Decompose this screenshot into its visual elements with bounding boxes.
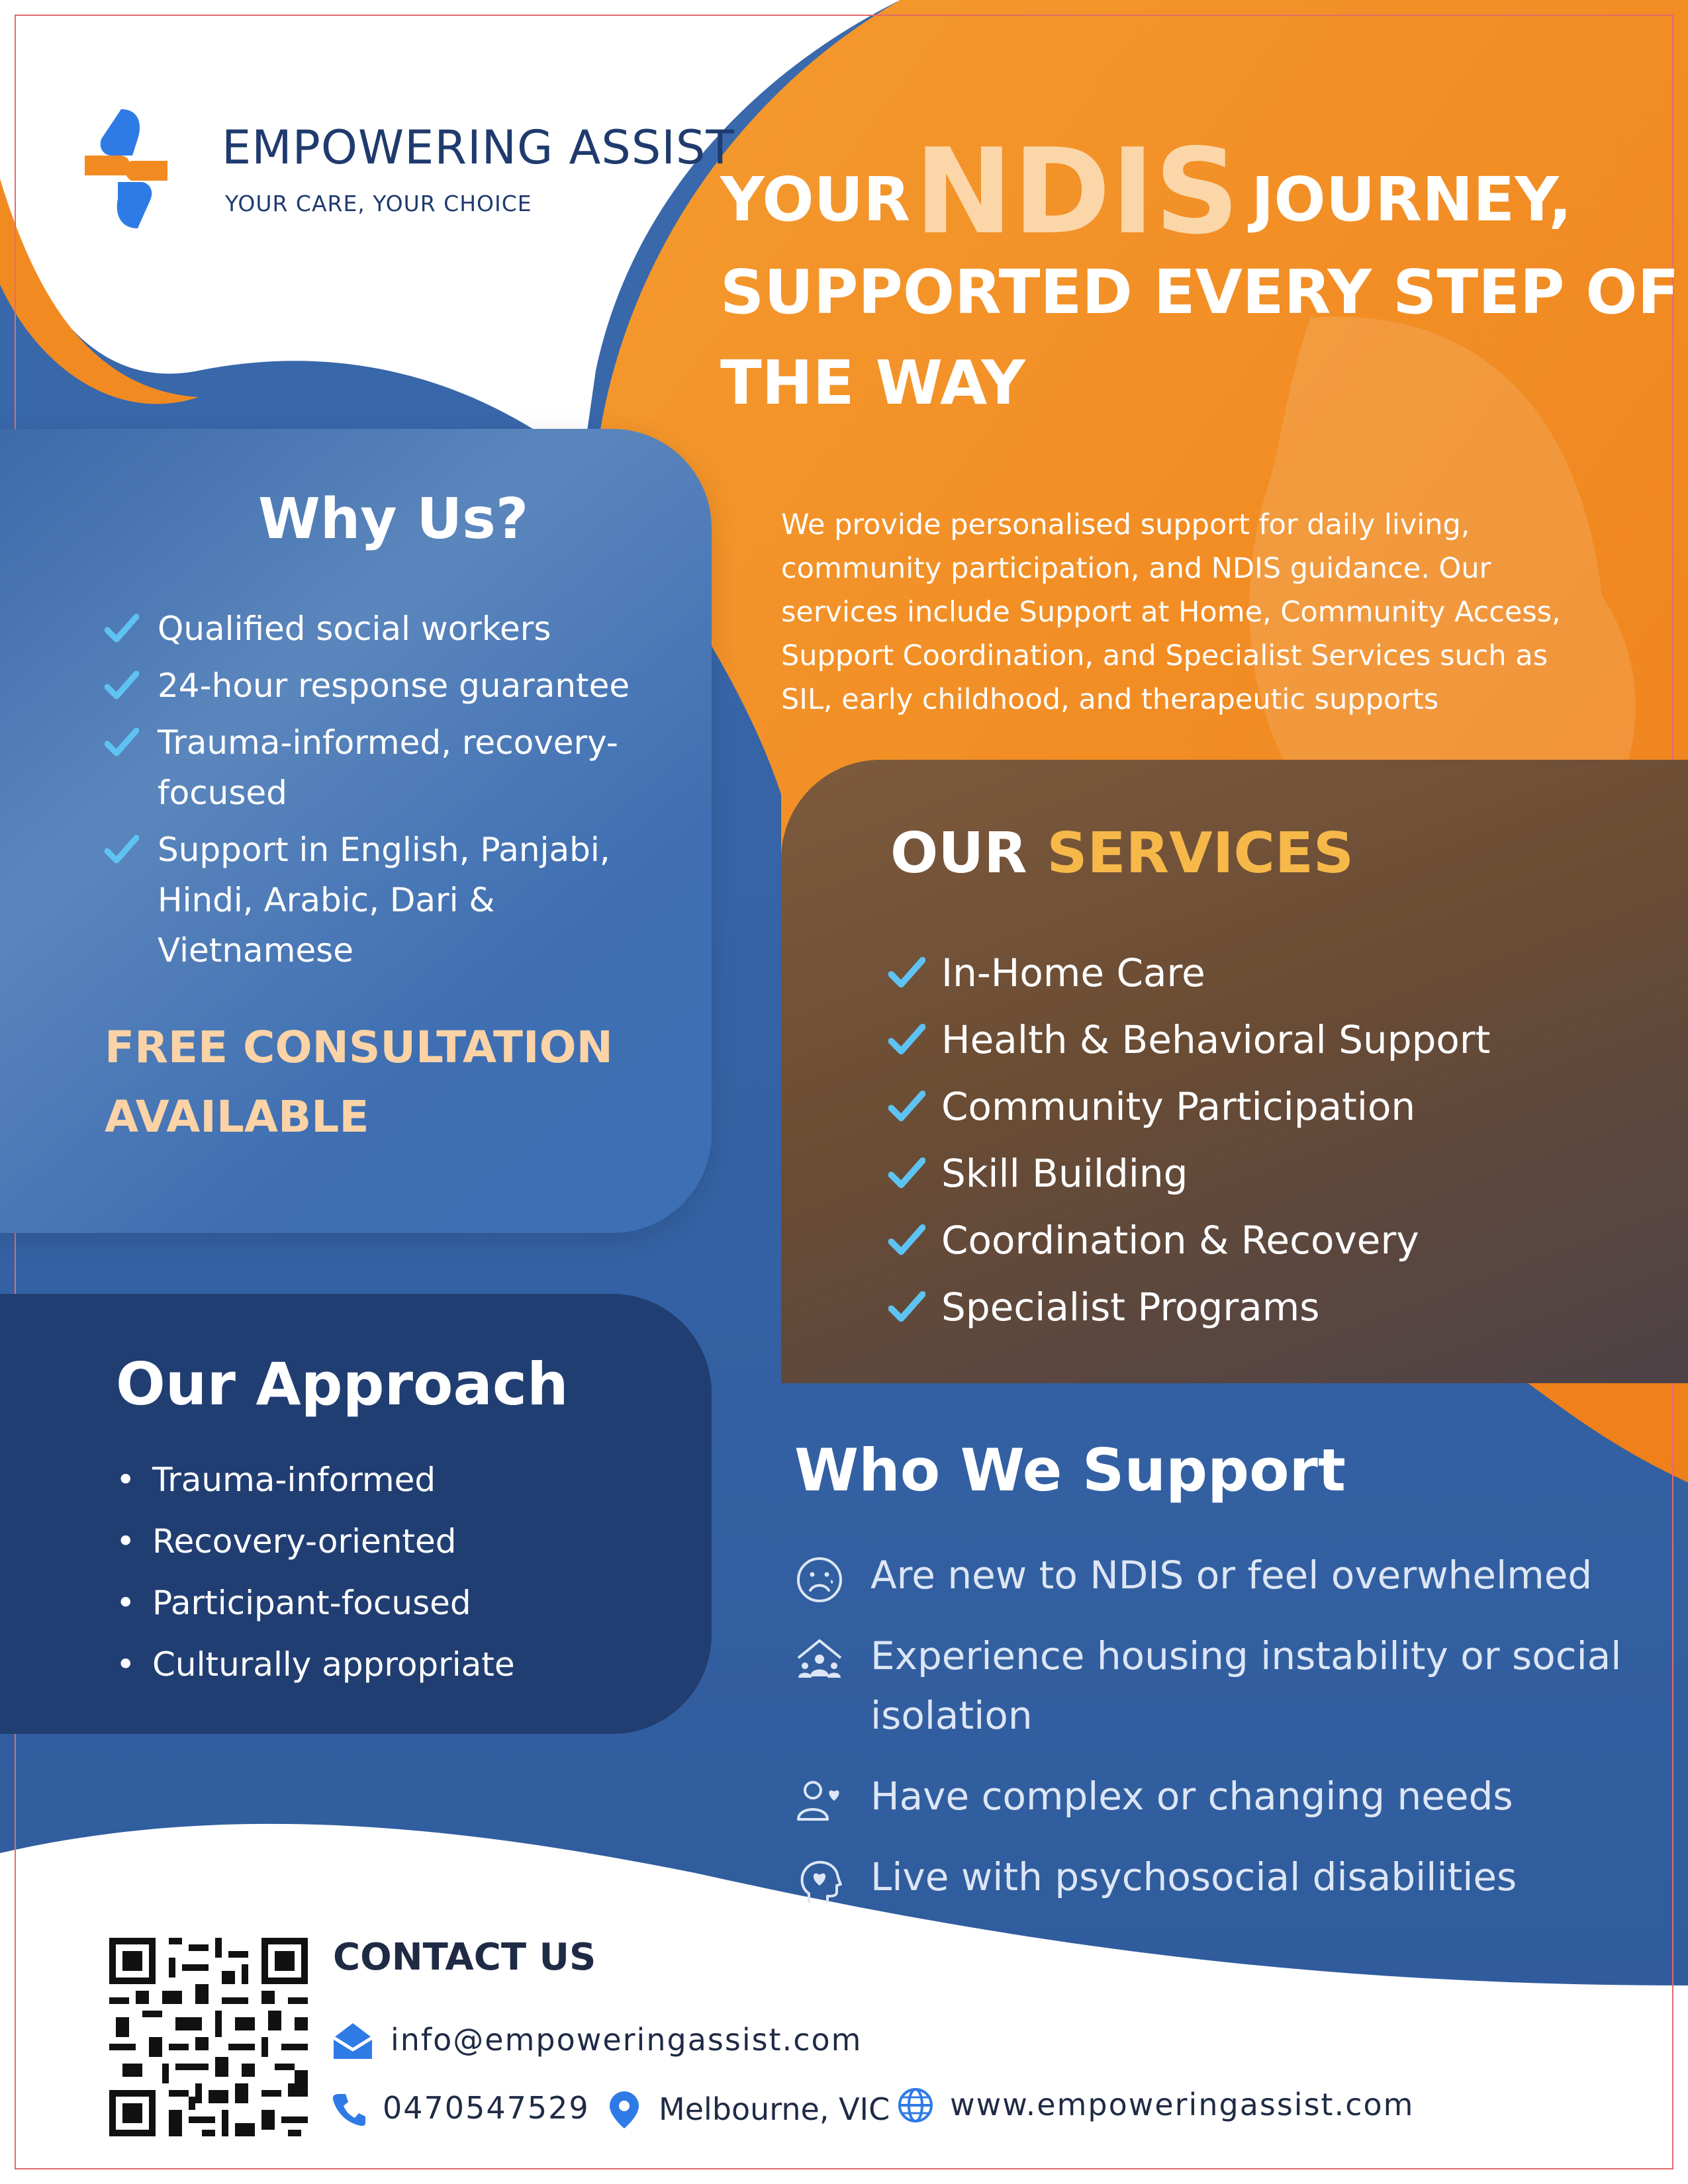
location-text: Melbourne, VIC xyxy=(659,2091,890,2127)
check-icon xyxy=(105,614,139,643)
sad-face-icon xyxy=(797,1557,842,1602)
qr-code-icon[interactable] xyxy=(109,1938,308,2136)
support-item-text: Live with psychosocial disabilities xyxy=(870,1854,1517,1899)
why-us-item-text: Support in English, Panjabi, Hindi, Arab… xyxy=(158,831,610,970)
check-icon xyxy=(888,1157,925,1189)
service-item: Community Participation xyxy=(888,1073,1669,1140)
check-icon xyxy=(105,835,139,864)
why-us-item-text: Qualified social workers xyxy=(158,610,551,648)
headline-prefix: YOUR xyxy=(720,164,911,235)
approach-list: Trauma-informed Recovery-oriented Partic… xyxy=(116,1449,515,1696)
email-contact[interactable]: info@empoweringassist.com xyxy=(332,2022,863,2059)
why-us-item-text: 24-hour response guarantee xyxy=(158,666,630,705)
website-contact[interactable]: www.empoweringassist.com xyxy=(898,2087,1415,2122)
support-item-text: Experience housing instability or social… xyxy=(870,1633,1622,1738)
phone-icon xyxy=(332,2094,365,2126)
brand-name: EMPOWERING ASSIST xyxy=(222,120,735,175)
service-item: Skill Building xyxy=(888,1140,1669,1207)
head-heart-icon xyxy=(800,1860,842,1903)
check-icon xyxy=(888,1291,925,1322)
approach-item: Trauma-informed xyxy=(116,1449,515,1511)
brand-tagline: YOUR CARE, YOUR CHOICE xyxy=(225,191,532,216)
support-item-text: Are new to NDIS or feel overwhelmed xyxy=(870,1553,1593,1598)
approach-item: Recovery-oriented xyxy=(116,1511,515,1572)
intro-paragraph: We provide personalised support for dail… xyxy=(781,508,1561,716)
headline-line-3: THE WAY xyxy=(720,347,1025,418)
service-item: Health & Behavioral Support xyxy=(888,1007,1669,1073)
approach-title: Our Approach xyxy=(116,1350,569,1418)
headline-line-2: SUPPORTED EVERY STEP OF xyxy=(720,257,1679,328)
why-us-card xyxy=(0,429,712,1233)
service-item-text: Skill Building xyxy=(941,1151,1188,1196)
house-people-icon xyxy=(797,1639,842,1678)
headline-suffix: JOURNEY, xyxy=(1251,164,1572,235)
service-item-text: Health & Behavioral Support xyxy=(941,1017,1491,1062)
location-contact: Melbourne, VIC xyxy=(610,2091,890,2128)
service-item: Specialist Programs xyxy=(888,1274,1669,1341)
support-item: Are new to NDIS or feel overwhelmed xyxy=(794,1545,1688,1605)
why-us-item: 24-hour response guarantee xyxy=(105,660,700,711)
check-icon xyxy=(888,1224,925,1255)
map-pin-icon xyxy=(610,2091,639,2128)
services-title-accent: SERVICES xyxy=(1047,821,1354,886)
service-item-text: Specialist Programs xyxy=(941,1285,1320,1330)
who-we-support-title: Who We Support xyxy=(794,1436,1346,1504)
free-consultation-line-1: FREE CONSULTATION xyxy=(105,1022,613,1073)
check-icon xyxy=(888,1090,925,1122)
service-item-text: In-Home Care xyxy=(941,950,1205,995)
envelope-icon xyxy=(332,2023,373,2059)
support-item: Experience housing instability or social… xyxy=(794,1626,1688,1745)
approach-item: Participant-focused xyxy=(116,1572,515,1634)
headline-ndis: NDIS xyxy=(914,123,1240,260)
approach-item: Culturally appropriate xyxy=(116,1634,515,1696)
services-title: OUR SERVICES xyxy=(890,821,1354,886)
globe-icon xyxy=(898,2088,933,2122)
why-us-item: Qualified social workers xyxy=(105,604,700,654)
service-item: In-Home Care xyxy=(888,940,1669,1007)
free-consultation-line-2: AVAILABLE xyxy=(105,1091,369,1142)
why-us-item: Trauma-informed, recovery-focused xyxy=(105,717,700,818)
phone-contact[interactable]: 0470547529 xyxy=(332,2090,590,2126)
contact-title: CONTACT US xyxy=(333,1936,596,1979)
why-us-item-text: Trauma-informed, recovery-focused xyxy=(158,723,618,812)
logo-cross-icon xyxy=(85,109,167,228)
services-title-prefix: OUR xyxy=(890,821,1027,886)
free-consultation-callout: FREE CONSULTATION AVAILABLE xyxy=(105,1013,613,1152)
check-icon xyxy=(888,956,925,988)
website-text[interactable]: www.empoweringassist.com xyxy=(950,2087,1415,2122)
service-item-text: Community Participation xyxy=(941,1084,1416,1129)
check-icon xyxy=(888,1023,925,1055)
support-item-text: Have complex or changing needs xyxy=(870,1774,1513,1819)
phone-text[interactable]: 0470547529 xyxy=(383,2090,590,2126)
services-card xyxy=(781,760,1688,1383)
check-icon xyxy=(105,727,139,756)
support-item: Have complex or changing needs xyxy=(794,1766,1688,1826)
email-text[interactable]: info@empoweringassist.com xyxy=(391,2022,863,2058)
service-item: Coordination & Recovery xyxy=(888,1207,1669,1274)
services-list: In-Home Care Health & Behavioral Support… xyxy=(888,940,1669,1341)
service-item-text: Coordination & Recovery xyxy=(941,1218,1419,1263)
check-icon xyxy=(105,670,139,700)
support-item: Live with psychosocial disabilities xyxy=(794,1847,1688,1907)
why-us-item: Support in English, Panjabi, Hindi, Arab… xyxy=(105,825,700,976)
why-us-list: Qualified social workers 24-hour respons… xyxy=(105,604,700,982)
why-us-title: Why Us? xyxy=(258,486,529,552)
person-heart-icon xyxy=(797,1781,839,1821)
who-we-support-list: Are new to NDIS or feel overwhelmed Expe… xyxy=(794,1545,1688,1928)
